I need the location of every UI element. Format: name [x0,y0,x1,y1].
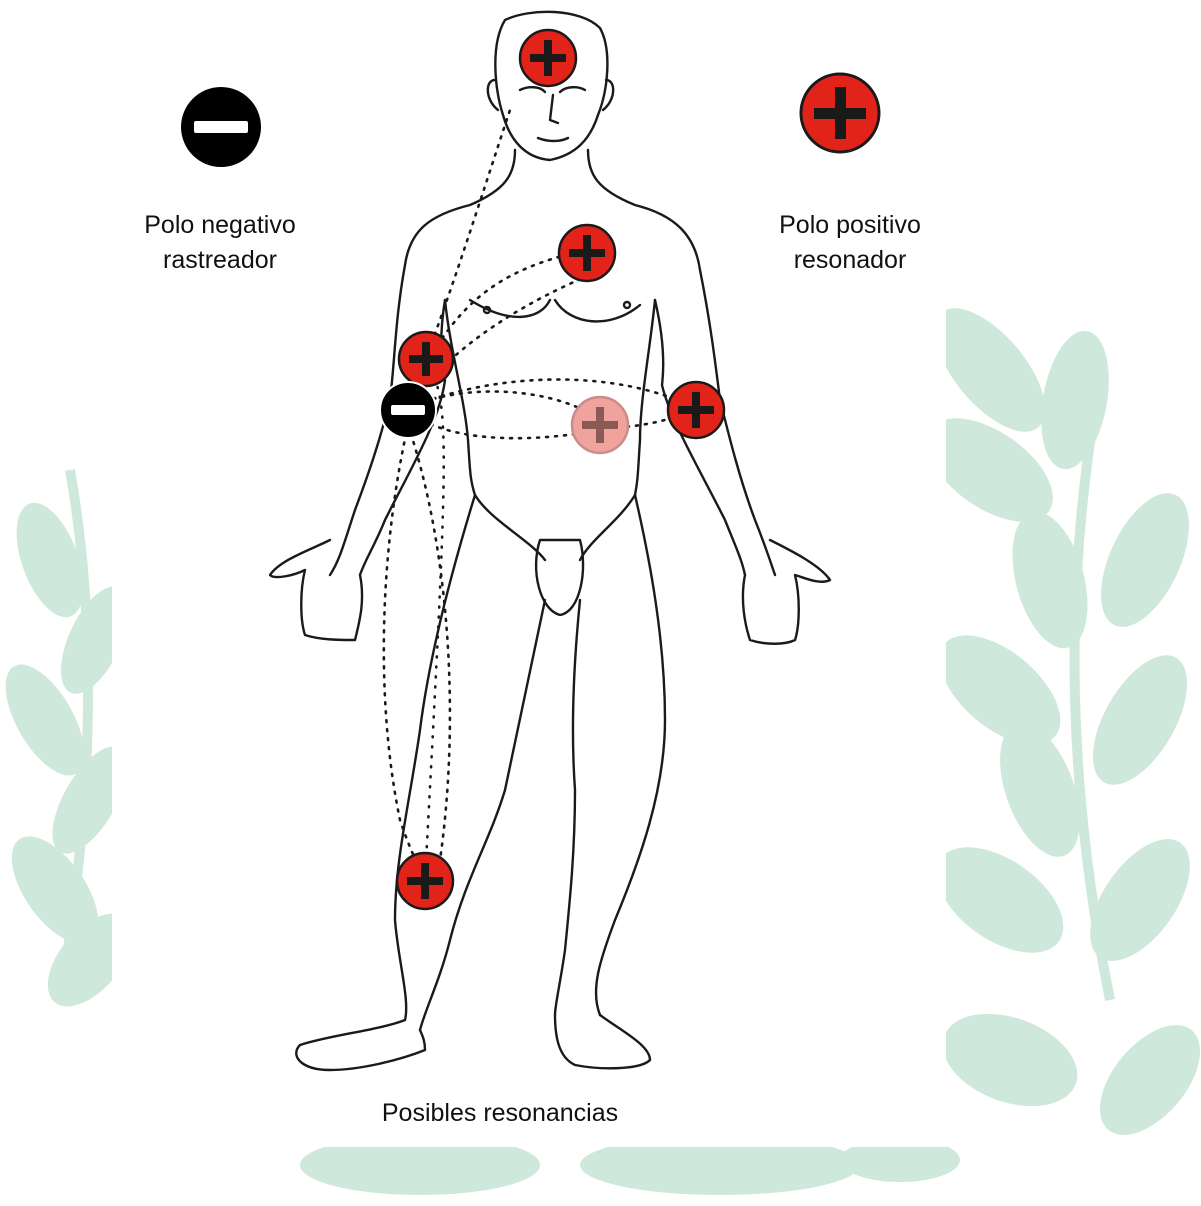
pole-left-arm-negative [380,382,436,438]
legend-negative-label: Polo negativo rastreador [120,208,320,278]
pole-head [520,30,576,86]
pole-left-upper-arm [399,332,453,386]
pole-left-knee [397,853,453,909]
pole-chest [559,225,615,281]
content-panel [112,0,946,1147]
minus-pole-icon [194,121,248,133]
legend-positive-label: Polo positivo resonador [750,208,950,278]
caption: Posibles resonancias [340,1096,660,1131]
legend-negative-line2: rastreador [120,243,320,278]
pole-right-arm [668,382,724,438]
legend-positive-pole [801,74,879,152]
legend-negative-pole [181,87,261,167]
pole-abdomen [572,397,628,453]
legend-positive-line2: resonador [750,243,950,278]
legend-positive-line1: Polo positivo [750,208,950,243]
legend-negative-line1: Polo negativo [120,208,320,243]
